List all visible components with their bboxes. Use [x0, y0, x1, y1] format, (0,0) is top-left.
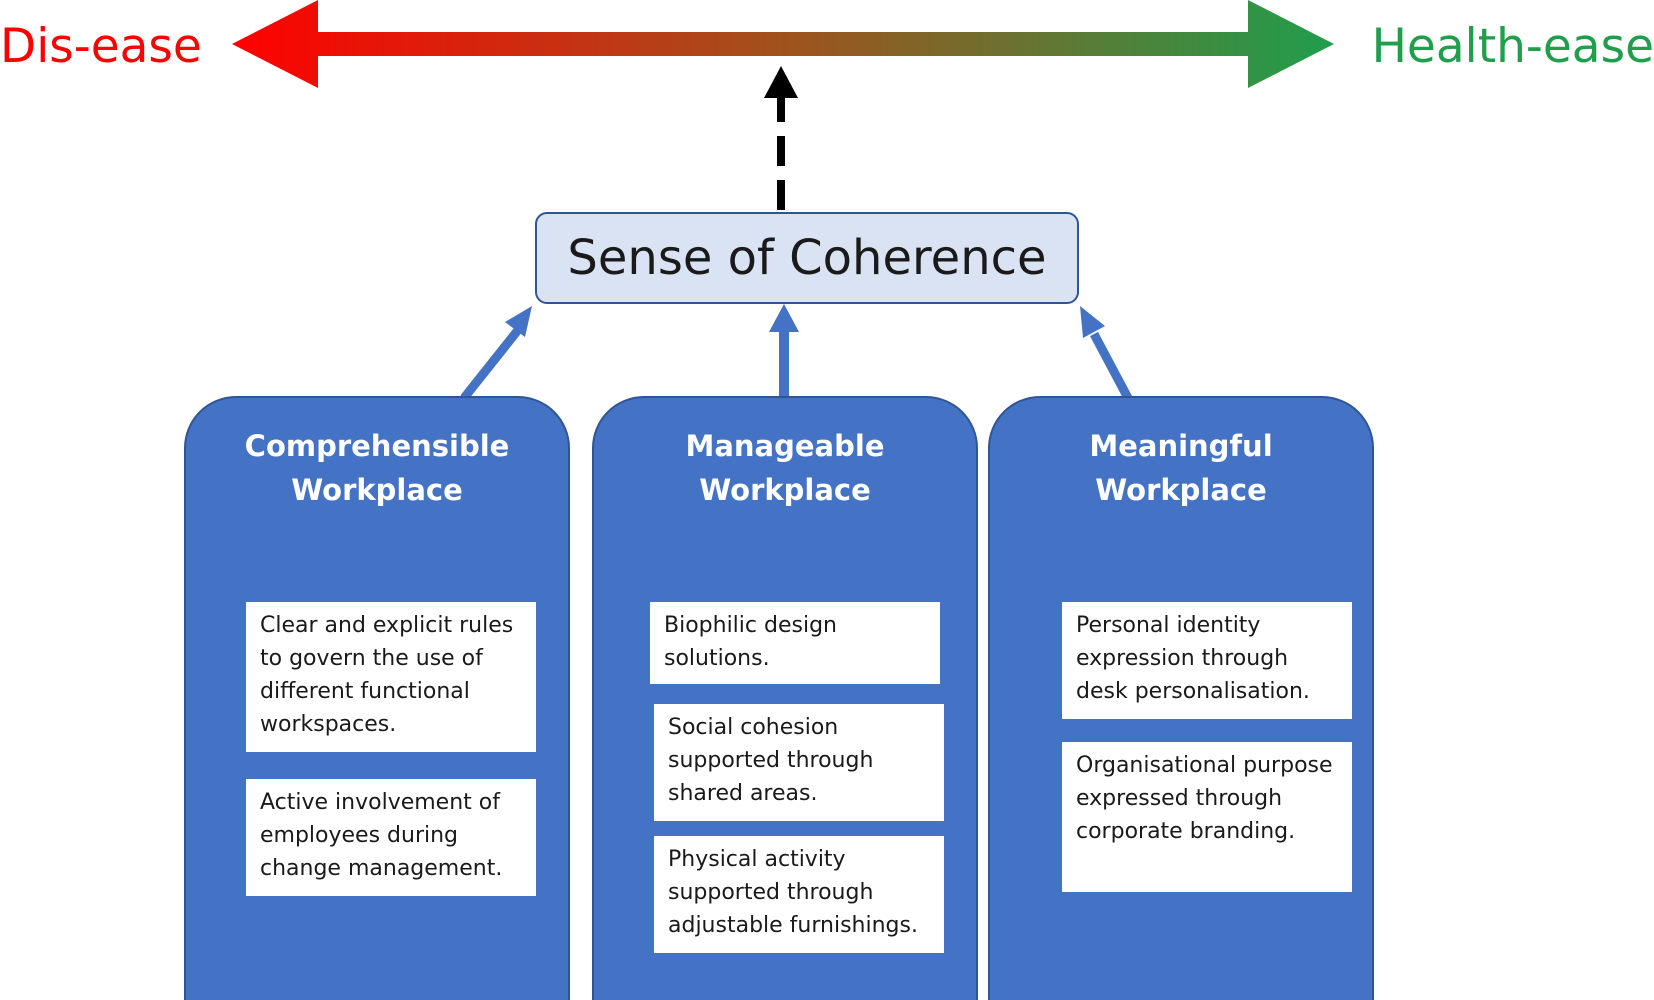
panel-title: Manageable Workplace [594, 424, 976, 512]
card-personal-identity: Personal identity expression through des… [1062, 602, 1352, 719]
panel-to-soc-arrows [460, 304, 1132, 401]
card-organisational-purpose: Organisational purpose expressed through… [1062, 742, 1352, 892]
arrow-comprehensible-head [505, 306, 532, 337]
arrow-meaningful-head [1080, 306, 1105, 338]
panel-title: Comprehensible Workplace [186, 424, 568, 512]
panel-title-line-2: Workplace [291, 473, 463, 507]
panel-title-line-2: Workplace [699, 473, 871, 507]
panel-title-line-1: Manageable [685, 429, 885, 463]
card-active-involvement: Active involvement of employees during c… [246, 779, 536, 896]
manageable-workplace-panel: Manageable Workplace Biophilic design so… [592, 396, 978, 1000]
health-ease-label: Health-ease [1371, 19, 1654, 74]
meaningful-workplace-panel: Meaningful Workplace Personal identity e… [988, 396, 1374, 1000]
arrow-comprehensible-shaft [460, 327, 522, 401]
panel-title-line-1: Comprehensible [244, 429, 510, 463]
sense-of-coherence-label: Sense of Coherence [567, 230, 1047, 286]
panel-title: Meaningful Workplace [990, 424, 1372, 512]
sense-of-coherence-box: Sense of Coherence [535, 212, 1079, 304]
panel-title-line-2: Workplace [1095, 473, 1267, 507]
arrow-meaningful-shaft [1090, 331, 1132, 401]
card-social-cohesion: Social cohesion supported through shared… [654, 704, 944, 821]
card-biophilic-design: Biophilic design solutions. [650, 602, 940, 684]
panel-title-line-1: Meaningful [1089, 429, 1273, 463]
dashed-arrow-head [764, 66, 798, 98]
arrow-manageable-head [769, 304, 799, 332]
dis-ease-label: Dis-ease [0, 19, 202, 74]
disease-healthease-double-arrow [232, 0, 1334, 88]
card-clear-rules: Clear and explicit rules to govern the u… [246, 602, 536, 752]
comprehensible-workplace-panel: Comprehensible Workplace Clear and expli… [184, 396, 570, 1000]
card-physical-activity: Physical activity supported through adju… [654, 836, 944, 953]
